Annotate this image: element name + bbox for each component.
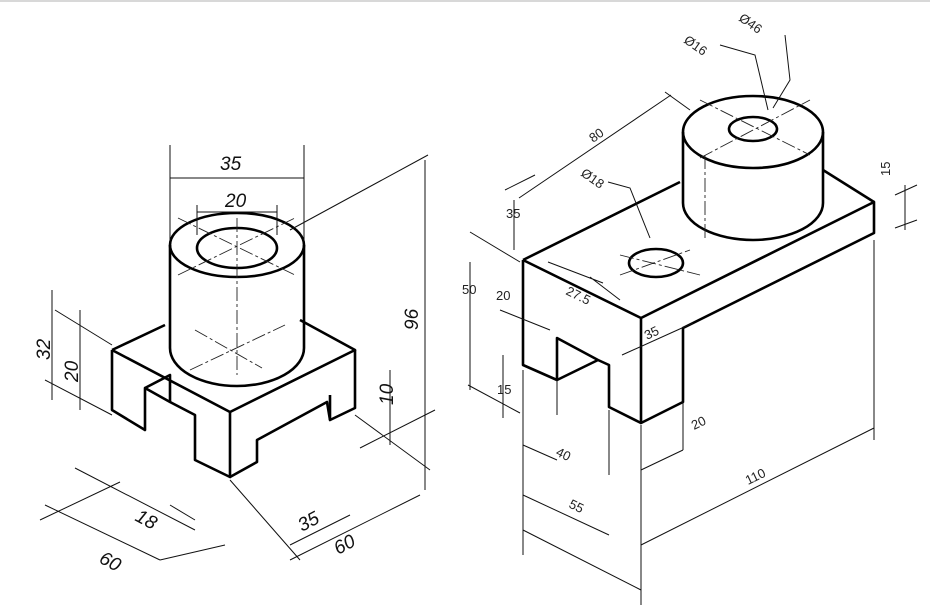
dim-35-top: 35 xyxy=(220,154,242,175)
dim-35-height: 35 xyxy=(506,206,520,221)
dim-15-top: 15 xyxy=(878,162,893,176)
dim-10: 10 xyxy=(377,383,398,405)
dim-40: 40 xyxy=(554,444,574,464)
dim-20-leg: 20 xyxy=(689,413,709,433)
dim-dia46: Ø46 xyxy=(736,10,765,36)
dim-32: 32 xyxy=(34,338,55,360)
dim-55: 55 xyxy=(567,496,587,516)
dim-35-offset: 35 xyxy=(642,323,662,343)
top-border xyxy=(0,0,930,2)
dim-20-height: 20 xyxy=(496,288,510,303)
dim-110: 110 xyxy=(743,465,768,488)
dim-dia16: Ø16 xyxy=(681,32,710,58)
dim-60-left: 60 xyxy=(96,548,125,577)
dim-dia18: Ø18 xyxy=(578,165,607,191)
dim-60-right: 60 xyxy=(330,531,359,560)
dim-20-left: 20 xyxy=(62,360,83,383)
dim-15-slot: 15 xyxy=(497,382,511,397)
dim-80: 80 xyxy=(586,125,606,146)
right-isometric-part: Ø46 Ø16 80 Ø18 35 15 27.5 35 50 20 15 40… xyxy=(462,10,918,605)
dim-35-slot: 35 xyxy=(294,508,323,537)
left-isometric-part: 35 20 96 10 32 20 18 60 35 60 xyxy=(34,145,436,577)
dim-50: 50 xyxy=(462,282,476,297)
dim-20-top: 20 xyxy=(224,191,247,212)
dim-27-5: 27.5 xyxy=(564,283,593,308)
dim-96: 96 xyxy=(402,308,423,330)
